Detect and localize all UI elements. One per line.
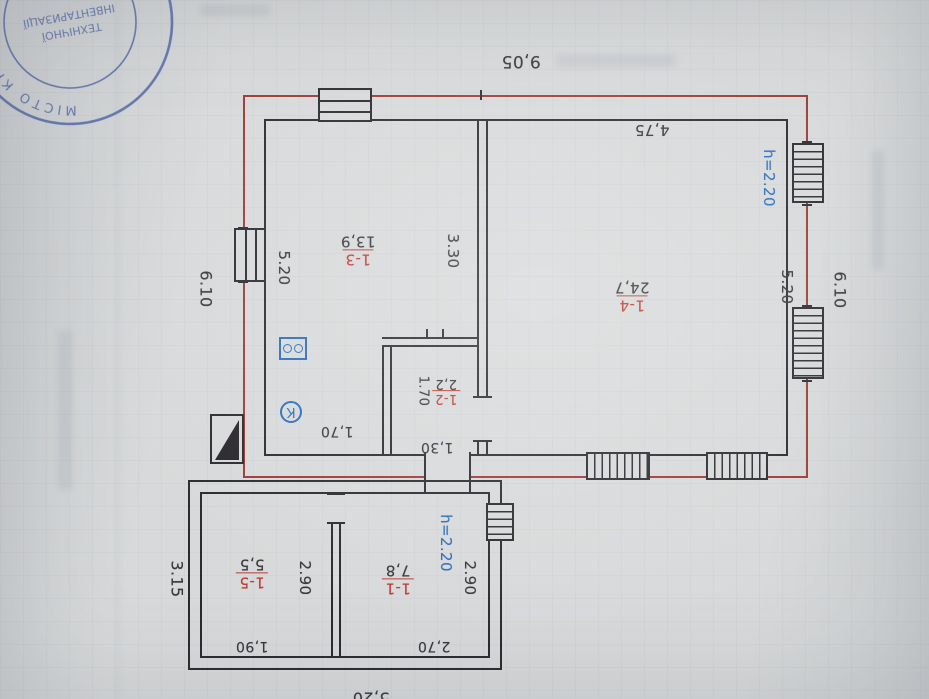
door-jamb-tick bbox=[327, 522, 345, 524]
dim-main-height: h=2.20 bbox=[760, 149, 778, 207]
window-right-lower bbox=[792, 307, 824, 379]
dim-tick bbox=[802, 141, 812, 143]
room-number: 1-1 bbox=[382, 578, 414, 597]
dim-annex-left-depth: 2.90 bbox=[296, 560, 314, 596]
door-jamb-tick bbox=[424, 452, 426, 494]
window-right-upper bbox=[792, 143, 824, 203]
dim-room11-width: 2,70 bbox=[417, 638, 451, 654]
doorway-opening bbox=[425, 450, 470, 494]
room-number: 1-3 bbox=[342, 249, 374, 268]
dim-room15-width: 1,90 bbox=[235, 638, 269, 654]
dim-annex-height: h=2.20 bbox=[437, 514, 455, 572]
room-area: 2,2 bbox=[435, 375, 457, 391]
dim-tick bbox=[802, 204, 812, 206]
room-area: 5,5 bbox=[239, 555, 265, 574]
room-label-1-3: 1-3 13,9 bbox=[340, 232, 376, 269]
room-label-1-1: 1-1 7,8 bbox=[382, 562, 414, 597]
dim-left-inner: 5.20 bbox=[275, 250, 293, 286]
main-inner-wall bbox=[264, 119, 788, 456]
room-number: 1-4 bbox=[616, 295, 648, 314]
stove-burner-icon bbox=[283, 344, 292, 353]
stove-burner-icon bbox=[294, 344, 303, 353]
room-area: 24,7 bbox=[614, 278, 650, 297]
dim-annex-right-depth: 2.90 bbox=[461, 560, 479, 596]
dim-top-overall: 9,05 bbox=[501, 51, 541, 71]
window-top bbox=[318, 88, 372, 122]
dim-tick bbox=[802, 380, 812, 382]
dim-right-overall: 6.10 bbox=[830, 271, 850, 309]
dim-annex-bottom-overall: 5,20 bbox=[352, 688, 390, 699]
room-number: 1-5 bbox=[236, 572, 268, 591]
window-left bbox=[234, 228, 266, 282]
window-bottom-left bbox=[586, 452, 650, 480]
cellar-entrance bbox=[210, 414, 244, 464]
gas-stove-icon bbox=[279, 337, 307, 360]
room-area: 13,9 bbox=[340, 232, 376, 251]
dim-tick bbox=[802, 305, 812, 307]
door-jamb-tick bbox=[473, 440, 492, 442]
paper-crease bbox=[116, 0, 120, 699]
stamp-outer-ring bbox=[0, 0, 174, 126]
door-jamb-tick bbox=[327, 493, 345, 495]
hall-left-wall bbox=[382, 345, 392, 456]
dim-right-inner: 5.20 bbox=[778, 269, 796, 305]
boiler-k-letter: К bbox=[286, 404, 296, 420]
hall-top-wall bbox=[382, 337, 477, 347]
stamp-inner-ring bbox=[3, 0, 137, 89]
ink-showthrough bbox=[872, 150, 884, 270]
ink-showthrough bbox=[200, 4, 270, 16]
room-label-1-5: 1-5 5,5 bbox=[236, 556, 268, 591]
dim-mid-inner: 3.30 bbox=[444, 233, 462, 269]
vent-tick bbox=[442, 329, 444, 338]
window-bottom-right bbox=[706, 452, 768, 480]
boiler-k-symbol: К bbox=[280, 401, 302, 423]
room-label-1-2: 1-2 2,2 bbox=[431, 375, 461, 406]
annex-partition bbox=[331, 524, 341, 658]
annex-inner-wall bbox=[200, 492, 490, 658]
dim-tick bbox=[238, 281, 248, 283]
partition-13-14-upper bbox=[477, 121, 488, 398]
door-jamb-tick bbox=[473, 396, 492, 398]
dim-room14-width: 4,75 bbox=[634, 121, 670, 139]
dim-annex-left-overall: 3.15 bbox=[167, 560, 187, 598]
dim-tick bbox=[480, 90, 482, 100]
room-number: 1-2 bbox=[431, 389, 461, 406]
room-label-1-4: 1-4 24,7 bbox=[614, 278, 650, 315]
dim-hall-depth: 1.70 bbox=[415, 375, 431, 407]
dim-door-width: 1,30 bbox=[420, 439, 454, 455]
door-jamb-tick bbox=[469, 452, 471, 494]
annex-outer-wall bbox=[188, 480, 502, 670]
ink-showthrough bbox=[58, 330, 72, 490]
round-stamp: МІСТО КРЕМЕНЧУК • ТОВАРИСТВО • ТЕХНІЧНОЇ… bbox=[0, 0, 174, 132]
ink-showthrough bbox=[556, 54, 676, 67]
room-area: 7,8 bbox=[385, 561, 411, 580]
dim-left-overall: 6.10 bbox=[196, 270, 216, 308]
main-outer-wall bbox=[243, 95, 808, 478]
dim-kitchen-pass: 1,70 bbox=[320, 423, 354, 439]
partition-13-14-lower bbox=[477, 440, 488, 456]
dim-tick bbox=[238, 227, 248, 229]
annex-right-window bbox=[486, 503, 514, 541]
vent-tick bbox=[426, 329, 428, 338]
cellar-hatch-triangle bbox=[215, 420, 239, 460]
